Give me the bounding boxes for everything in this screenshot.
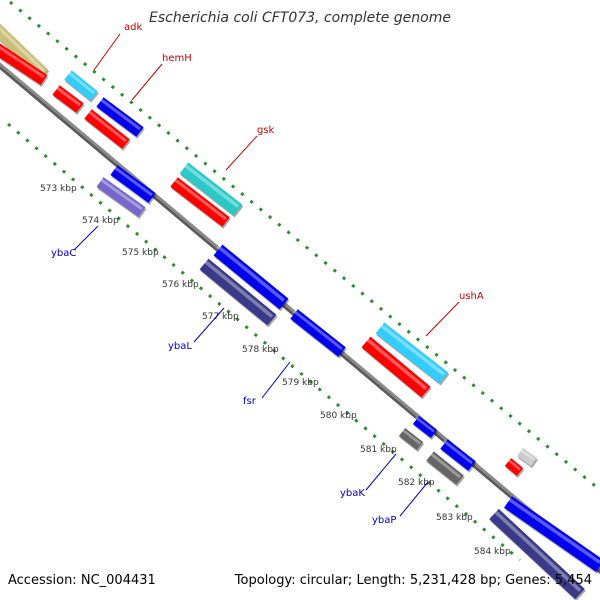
scale-tick-label: 577 kbp [202, 312, 239, 322]
genes-label: Genes: [505, 573, 551, 588]
gene-bar-blue-6-highlight [507, 497, 600, 564]
gene-label-usha[interactable]: ushA [459, 291, 484, 302]
gene-bar-olive [0, 23, 49, 79]
gene-bar-usha-cyan-highlight [378, 323, 446, 376]
gene-label-ybak[interactable]: ybaK [340, 488, 365, 499]
gene-bar-blue-5 [440, 439, 476, 471]
gene-label-ybal[interactable]: ybaL [168, 341, 192, 352]
gene-bar-blue-3 [110, 165, 156, 203]
gene-bar-lightgray-highlight [519, 448, 535, 461]
gene-bar-gsk-red-highlight [173, 177, 227, 221]
gene-bar-small-red-highlight [507, 458, 521, 471]
gene-bar-gray-2-highlight [429, 451, 461, 479]
gene-bar-small-gray-highlight [401, 428, 421, 445]
gene-label-ybap[interactable]: ybaP [372, 515, 396, 526]
gene-bar-blue-5-highlight [443, 439, 473, 465]
gene-bar-adk-cyan [64, 70, 98, 101]
gene-bar-blue-6 [504, 496, 600, 572]
genes-value: 5,454 [554, 573, 592, 588]
scale-tick-label: 583 kbp [436, 513, 473, 523]
gene-bar-adk-cyan-highlight [67, 70, 95, 95]
map-title: Escherichia coli CFT073, complete genome [149, 10, 451, 26]
gene-bar-gsk-red [170, 177, 230, 227]
gene-bar-blue-4 [213, 244, 289, 310]
gene-bar-small-gray [398, 428, 424, 450]
gene-bar-hemh-red-highlight [55, 85, 81, 107]
gene-label-leader [425, 301, 460, 337]
scale-tick-label: 578 kbp [242, 345, 279, 355]
gene-label-ybac[interactable]: ybaC [51, 248, 76, 259]
gene-bar-gray-2 [426, 451, 464, 485]
scale-tick-label: 584 kbp [474, 547, 511, 557]
inner-reverse-dots [7, 122, 521, 562]
tick-dots-layer [7, 0, 600, 562]
gene-labels-layer: adk hemH gsk ushA ybaC ybaL fsr ybaK ybaP [51, 22, 484, 526]
gene-label-fsr[interactable]: fsr [243, 396, 257, 407]
topology-label: Topology: [234, 573, 296, 588]
scale-tick-label: 580 kbp [320, 411, 357, 421]
gene-bar-ybac-purple-highlight [99, 177, 143, 211]
gene-label-leader [225, 135, 258, 171]
gene-label-leader [93, 33, 121, 71]
scale-labels-layer: 573 kbp 574 kbp 575 kbp 576 kbp 577 kbp 578 k… [40, 184, 511, 557]
gene-bar-adk-red-highlight [0, 45, 45, 79]
gene-bar-usha-red [361, 336, 431, 398]
gene-bar-fsr-blue-highlight [293, 309, 343, 351]
gene-label-leader [399, 481, 429, 517]
gene-bar-adk-red [0, 43, 48, 85]
gene-bar-navy-2-highlight [492, 509, 582, 592]
scale-tick-label: 579 kbp [282, 378, 319, 388]
gene-label-leader [193, 307, 225, 343]
accession-value: NC_004431 [80, 573, 156, 588]
scale-tick-label: 576 kbp [162, 280, 199, 290]
gene-label-leader [131, 63, 163, 101]
gene-bar-fsr-blue [290, 309, 346, 357]
gene-bar-hemh-blue [96, 97, 144, 137]
gene-bar-gsk-teal [179, 162, 243, 216]
gene-bar-navy-2 [489, 508, 585, 600]
scale-tick-label: 573 kbp [40, 184, 77, 194]
scale-tick-label: 581 kbp [360, 445, 397, 455]
gene-bar-usha-cyan [375, 322, 449, 384]
gene-label-gsk[interactable]: gsk [257, 125, 275, 136]
gene-bar-blue-4-highlight [216, 245, 286, 302]
gene-bar-red-2-highlight [87, 109, 127, 143]
gene-bar-usha-red-highlight [364, 337, 428, 390]
gene-bar-red-2 [84, 109, 130, 149]
gene-bar-gsk-teal-highlight [182, 163, 240, 208]
gene-label-leader [365, 453, 397, 491]
gene-label-leader [73, 225, 99, 251]
gene-bar-ybal-navy [199, 258, 277, 326]
gene-bar-olive-highlight [0, 26, 46, 73]
outer-forward-dots [9, 0, 600, 492]
gene-bar-small-blue-highlight [415, 416, 435, 433]
length-label: Length: [356, 573, 406, 588]
gene-label-hemh[interactable]: hemH [162, 53, 192, 64]
gene-bar-blue-3-highlight [113, 165, 153, 197]
gene-bar-lightgray [517, 447, 537, 467]
genes-layer [0, 23, 600, 600]
accession-label: Accession: [8, 573, 77, 588]
gene-bar-hemh-blue-highlight [99, 97, 141, 131]
gene-label-adk[interactable]: adk [124, 22, 142, 33]
scale-tick-label: 582 kbp [398, 478, 435, 488]
gene-bar-small-blue [412, 416, 438, 438]
gene-bar-ybac-purple [96, 177, 146, 217]
length-value: 5,231,428 bp [409, 573, 497, 588]
gene-label-leader [261, 361, 291, 399]
gene-bar-small-red [504, 458, 524, 476]
accession-info: Accession: NC_004431 [8, 573, 156, 588]
scale-tick-label: 575 kbp [122, 248, 159, 258]
gene-bar-ybal-navy-highlight [202, 259, 274, 318]
scale-tick-label: 574 kbp [82, 216, 119, 226]
gene-bar-hemh-red [52, 85, 84, 113]
genome-stats: Topology: circular; Length: 5,231,428 bp… [234, 573, 592, 588]
topology-value: circular [299, 573, 348, 588]
